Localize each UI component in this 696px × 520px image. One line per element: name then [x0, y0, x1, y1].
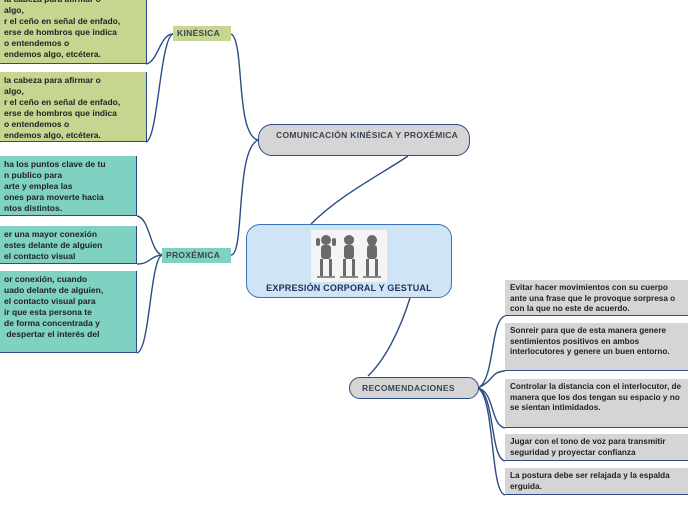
connector-rec-item-5 — [477, 387, 506, 496]
recomendacion-item-2[interactable]: Sonreir para que de esta manera genere s… — [505, 323, 688, 371]
connector-rec-item-2 — [477, 370, 506, 389]
recomendacion-item-3[interactable]: Controlar la distancia con el interlocut… — [505, 379, 688, 428]
connector-center-recomendaciones — [367, 297, 411, 377]
connector-center-comunicacion — [310, 155, 409, 225]
recomendacion-item-1[interactable]: Evitar hacer movimientos con su cuerpo a… — [505, 280, 688, 316]
three-wise-monkeys-image — [311, 230, 387, 282]
recomendacion-item-5[interactable]: La postura debe ser relajada y la espald… — [505, 468, 688, 495]
connector-proxemica-item-3 — [136, 254, 163, 354]
kinesica-item-2[interactable]: la cabeza para afirmar o algo, r el ceño… — [0, 72, 147, 142]
connector-rec-item-4 — [477, 387, 506, 462]
connector-rec-item-1 — [477, 315, 506, 389]
connector-rec-item-3 — [477, 387, 506, 429]
proxemica-item-1[interactable]: ha los puntos clave de tu n publico para… — [0, 156, 137, 216]
subtopic-proxemica[interactable]: PROXÉMICA — [162, 248, 231, 263]
connector-proxemica-item-2 — [136, 254, 163, 265]
topic-recomendaciones[interactable]: RECOMENDACIONES — [349, 377, 479, 399]
connector-proxemica-item-1 — [136, 215, 163, 256]
recomendacion-item-4[interactable]: Jugar con el tono de voz para transmitir… — [505, 434, 688, 461]
connector-comunicacion-kinesica — [230, 33, 259, 141]
central-topic[interactable]: EXPRESIÓN CORPORAL Y GESTUAL — [246, 224, 452, 298]
central-topic-title: EXPRESIÓN CORPORAL Y GESTUAL — [266, 283, 432, 293]
connector-comunicacion-proxemica — [230, 139, 259, 256]
proxemica-item-2[interactable]: er una mayor conexión estes delante de a… — [0, 226, 137, 264]
connector-kinesica-item-1 — [145, 33, 174, 65]
topic-comunicacion[interactable]: COMUNICACIÓN KINÉSICA Y PROXÉMICA — [258, 124, 470, 156]
kinesica-item-1[interactable]: la cabeza para afirmar o algo, r el ceño… — [0, 0, 147, 64]
connector-kinesica-item-2 — [145, 33, 174, 143]
subtopic-kinesica[interactable]: KINÉSICA — [173, 26, 231, 41]
three-monkeys-icon — [311, 230, 387, 282]
proxemica-item-3[interactable]: or conexión, cuando uado delante de algu… — [0, 271, 137, 353]
